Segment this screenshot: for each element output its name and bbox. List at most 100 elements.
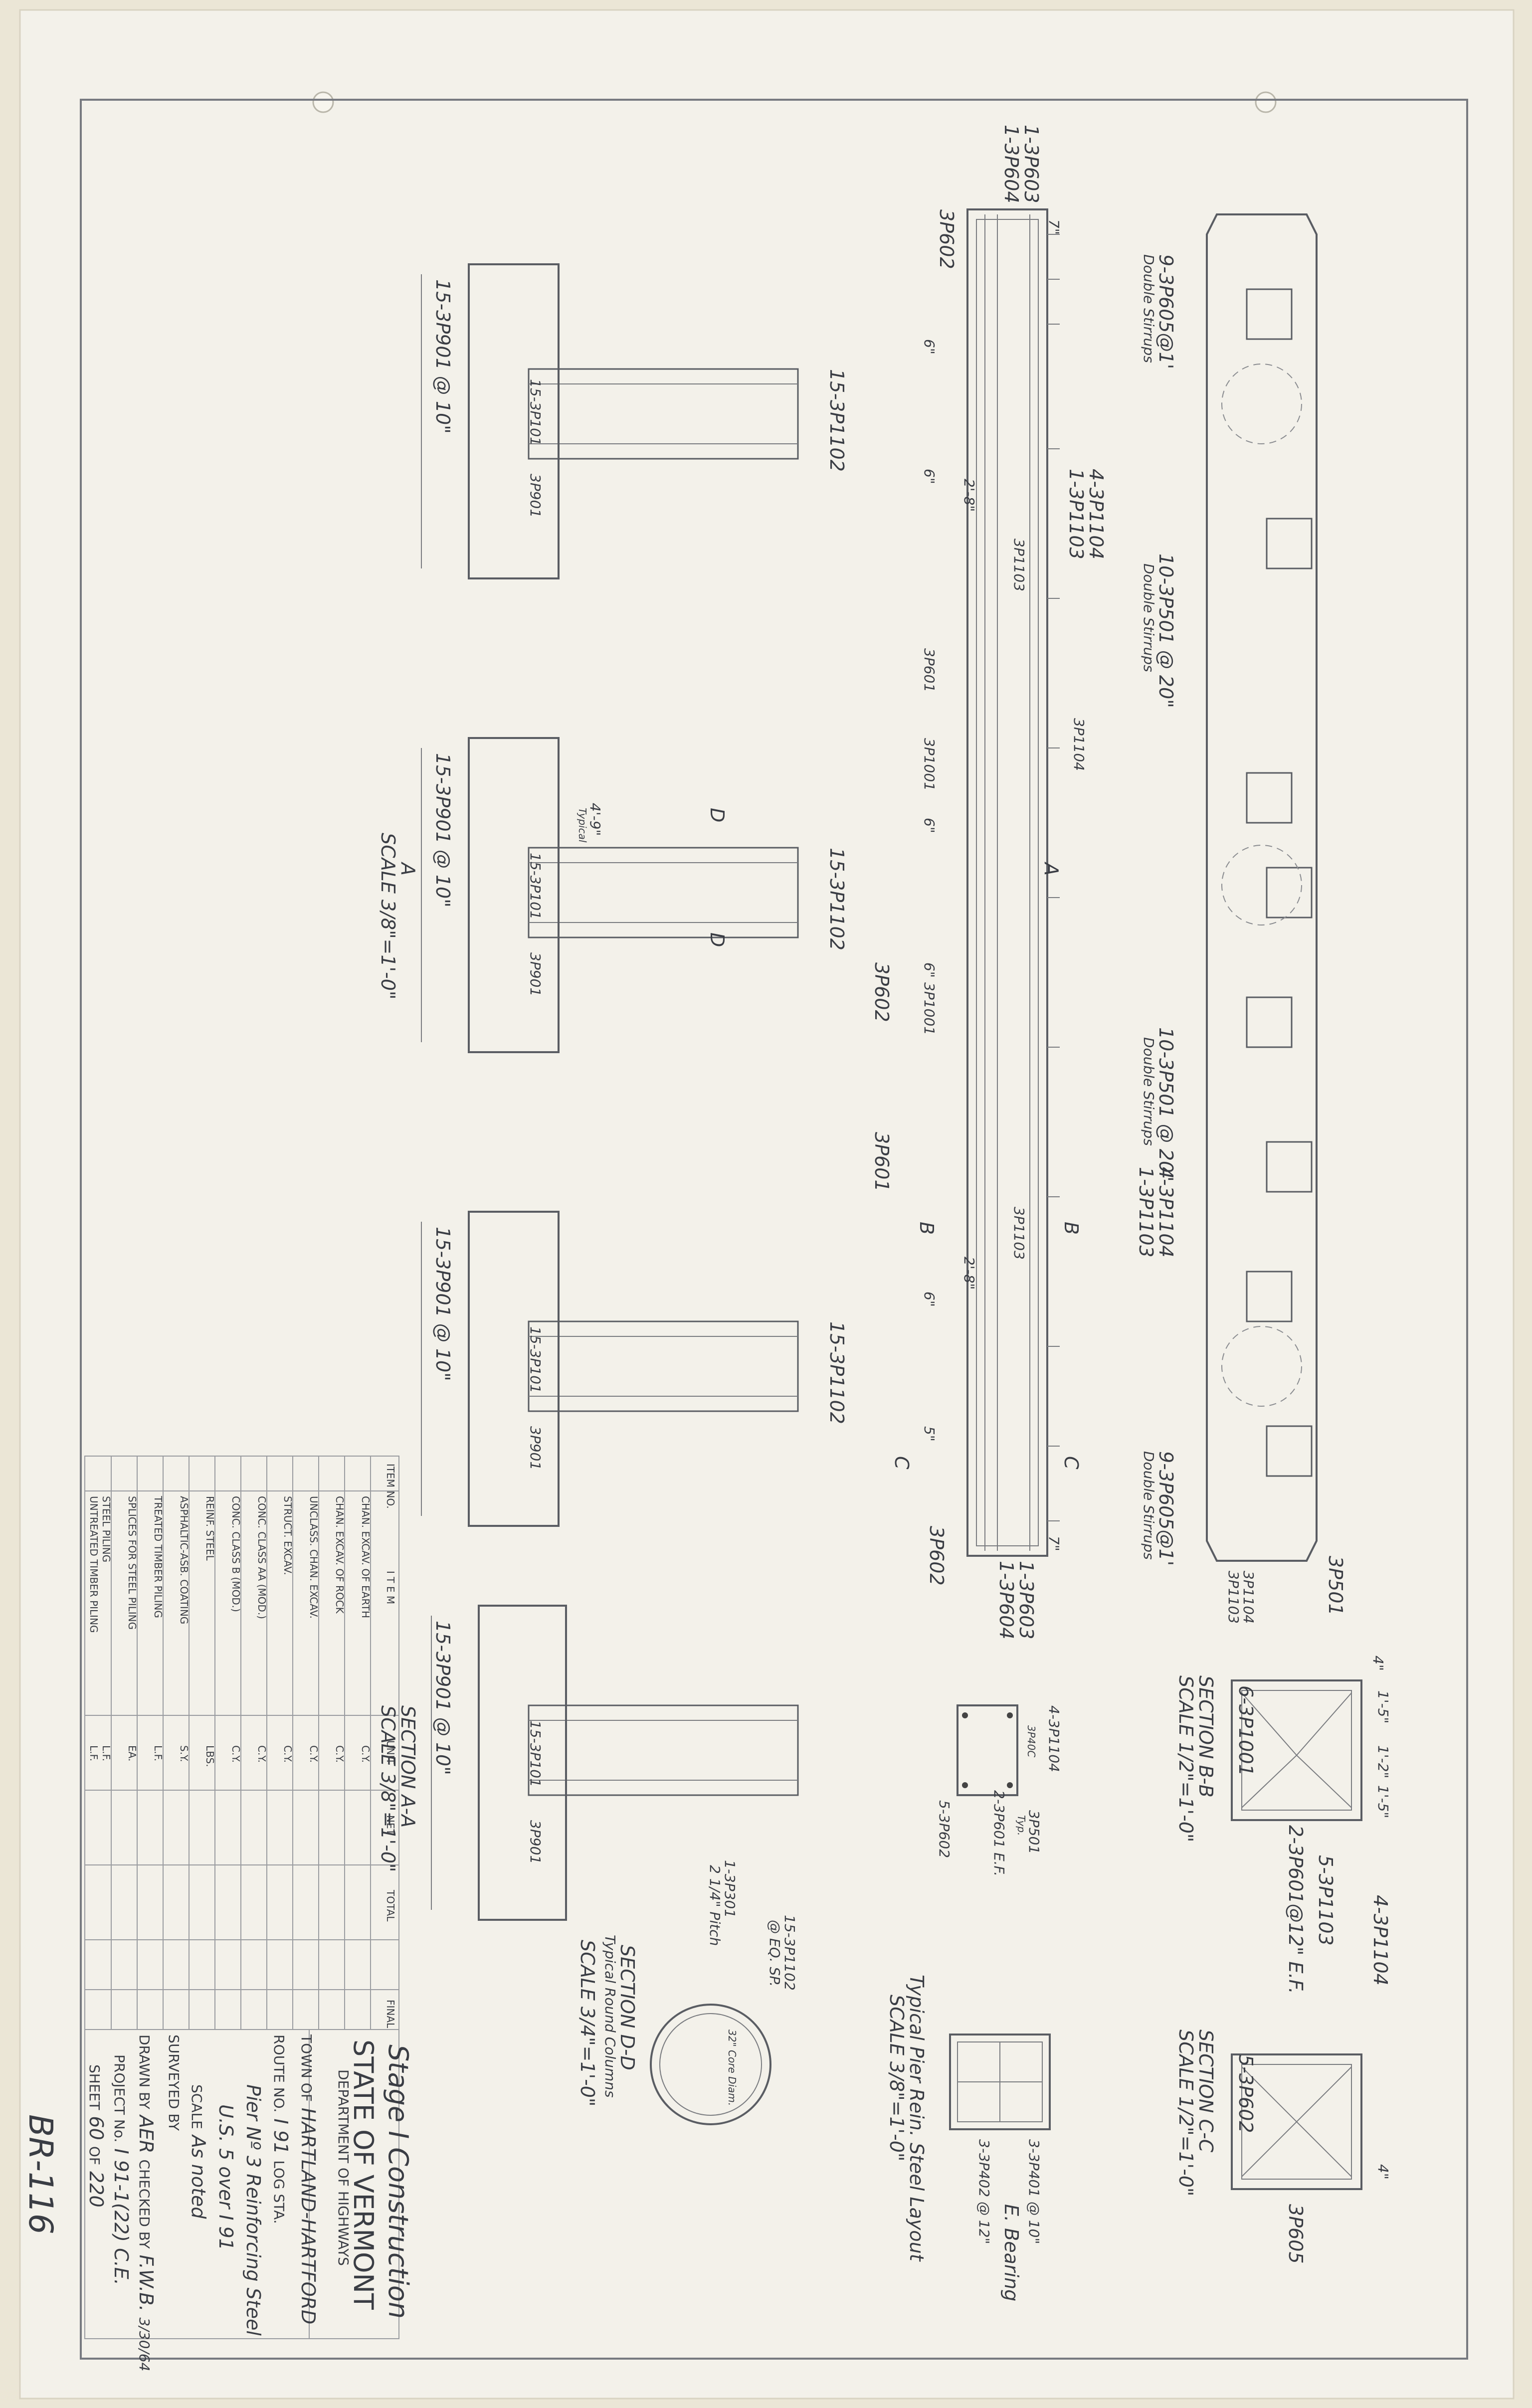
cc-right: 3P605 xyxy=(1285,2204,1307,2264)
state-name: STATE OF VERMONT xyxy=(348,2039,379,2310)
qty-header-item-no: ITEM NO. xyxy=(384,1464,396,1509)
department-name: DEPARTMENT OF HIGHWAYS xyxy=(335,2069,352,2266)
section-c-mark-1: C xyxy=(891,1456,913,1470)
label-3p601-mid: 3P601 xyxy=(871,1132,893,1192)
sheet-of: OF xyxy=(86,2146,103,2166)
layout-bars-a: 3-3P401 @ 10" xyxy=(1026,2139,1042,2244)
section-bb-drawing xyxy=(1231,1679,1362,1821)
dd-bars: 15-3P1102 xyxy=(781,1915,798,1991)
dim-6-b: 6" xyxy=(921,469,938,484)
dim-2-8-a: 2'-8" xyxy=(961,479,977,512)
cap-top-bar-2: 1-3P604 xyxy=(1000,125,1022,203)
footing-col-1: 15-3P101 xyxy=(527,379,544,446)
stirrups-end-top: 9-3P605@1' xyxy=(1155,254,1177,370)
aa-602: 5-3P602 xyxy=(936,1800,953,1858)
layout-bearing: E. Bearing xyxy=(1000,2204,1022,2302)
qty-row-item: CHAN. EXCAV. OF EARTH xyxy=(360,1496,372,1619)
aa-typ: Typ. xyxy=(1015,1815,1027,1836)
dd-pitch: 2 1/4" Pitch xyxy=(707,1865,723,1946)
label-3p1001-a: 3P1001 xyxy=(921,738,938,791)
qty-row-unit: EA. xyxy=(126,1745,138,1762)
punch-hole-right xyxy=(1255,91,1277,113)
section-cc-title: SECTION C-C xyxy=(1195,2030,1217,2153)
dim-6-a: 6" xyxy=(921,339,938,355)
stage-title: Stage I Construction xyxy=(383,2044,414,2319)
aa-501: 3P501 xyxy=(1026,1810,1042,1854)
dim-4-9: 4'-9" xyxy=(587,803,603,836)
drawn-value: AER xyxy=(135,2115,157,2154)
route-value: I 91 xyxy=(270,2118,292,2155)
layout-scale: SCALE 3/8"=1'-0" xyxy=(886,1995,908,2162)
section-aa-title: SECTION A-A xyxy=(397,1705,419,1828)
col-bars-2: 15-3P1102 xyxy=(826,848,848,950)
qty-row-item: SPLICES FOR STEEL PILING xyxy=(126,1496,138,1630)
town-label: TOWN OF xyxy=(298,2035,315,2102)
sheet-total: 220 xyxy=(85,2171,107,2208)
title-line-1: Pier Nº 3 Reinforcing Steel xyxy=(242,2084,264,2336)
stirrups-end-bottom: 9-3P605@1' xyxy=(1155,1451,1177,1566)
dim-4-top: 4" xyxy=(1370,1656,1386,1671)
section-dd-scale: SCALE 3/4"=1'-0" xyxy=(576,1940,598,2107)
section-dd-drawing xyxy=(650,2004,771,2125)
stirrups-mid-2: 10-3P501 @ 20" xyxy=(1155,1027,1177,1182)
double-stirrups-mid-2: Double Stirrups xyxy=(1141,1037,1157,1146)
section-dd-subtitle: Typical Round Columns xyxy=(602,1935,618,2098)
surveyed-label: SURVEYED BY xyxy=(166,2035,182,2131)
log-label: LOG STA. xyxy=(271,2160,287,2224)
label-3p601-a: 3P601 xyxy=(921,648,938,693)
qty-row-unit: C.Y. xyxy=(360,1745,372,1763)
qty-row-unit: C.Y. xyxy=(334,1745,346,1763)
double-stirrups-top: Double Stirrups xyxy=(1141,254,1157,363)
town-value: HARTLAND-HARTFORD xyxy=(297,2107,319,2325)
section-a-mark-1: A xyxy=(1040,863,1062,876)
footing-col-4: 15-3P101 xyxy=(527,1720,544,1787)
town-row: TOWN OF HARTLAND-HARTFORD xyxy=(297,2035,319,2324)
qty-row-unit: S.Y. xyxy=(178,1745,190,1762)
plan-marker: A xyxy=(397,863,419,876)
qty-row-unit: L.F. xyxy=(100,1745,112,1762)
col-bars-3: 15-3P1102 xyxy=(826,1321,848,1424)
double-stirrups-bottom: Double Stirrups xyxy=(1141,1451,1157,1560)
footing-col-2: 15-3P101 xyxy=(527,853,544,920)
drawn-label: DRAWN BY xyxy=(136,2035,153,2109)
punch-hole-left xyxy=(312,91,334,113)
footing-dowel-2: 3P901 xyxy=(527,952,544,997)
qty-header-total: TOTAL xyxy=(384,1890,396,1922)
typical-note: Typical xyxy=(576,808,588,843)
title-line-2: U.S. 5 over I 91 xyxy=(215,2104,237,2250)
dim-2-8-b: 2'-8" xyxy=(961,1257,977,1290)
qty-row-unit: LBS. xyxy=(204,1745,216,1767)
top-bars-1b: 1-3P1103 xyxy=(1065,469,1087,559)
footing-dowel-3: 3P901 xyxy=(527,1426,544,1471)
section-c-mark-2: C xyxy=(1060,1456,1082,1470)
footing-col-3: 15-3P101 xyxy=(527,1326,544,1393)
dd-spiral: 1-3P301 xyxy=(722,1860,738,1918)
qty-row-item: ASPHALTIC-ASB. COATING xyxy=(178,1496,190,1625)
qty-row-unit: L.F. xyxy=(88,1745,100,1762)
layout-bars-b: 3-3P402 @ 12" xyxy=(976,2139,992,2244)
pier-cap-elevation xyxy=(966,208,1060,1557)
footing-bars-1: 15-3P901 @ 10" xyxy=(432,279,454,434)
section-dd-title: SECTION D-D xyxy=(616,1945,638,2070)
bb-dim-2: 1'-2" xyxy=(1375,1745,1391,1779)
qty-row-unit: C.Y. xyxy=(282,1745,294,1763)
qty-row-item: CONC. CLASS AA (MOD.) xyxy=(256,1496,268,1619)
qty-row-unit: C.Y. xyxy=(256,1745,268,1763)
top-bars-2b: 1-3P1103 xyxy=(1135,1167,1157,1258)
scale-row: SCALE As noted xyxy=(188,2084,209,2219)
footing-bars-2: 15-3P901 @ 10" xyxy=(432,753,454,908)
plan-bar-1104: 3P1104 xyxy=(1240,1571,1257,1624)
footings xyxy=(421,263,567,1921)
drawing-border xyxy=(80,99,1468,2360)
checked-value: F.W.B. xyxy=(135,2254,157,2312)
top-bars-1a: 4-3P1104 xyxy=(1085,469,1107,559)
section-aa-scale: SCALE 3/8"=1'-0" xyxy=(377,1705,399,1872)
qty-row-item: UNCLASS. CHAN. EXCAV. xyxy=(308,1496,320,1619)
dim-6-d: 6" xyxy=(921,962,938,978)
project-value: I 91-1(22) C.E. xyxy=(110,2148,132,2285)
pier-cap-plan xyxy=(1206,213,1318,1562)
aa-ties: 2-3P601 E.F. xyxy=(991,1790,1007,1876)
columns-elevation xyxy=(528,368,799,1796)
